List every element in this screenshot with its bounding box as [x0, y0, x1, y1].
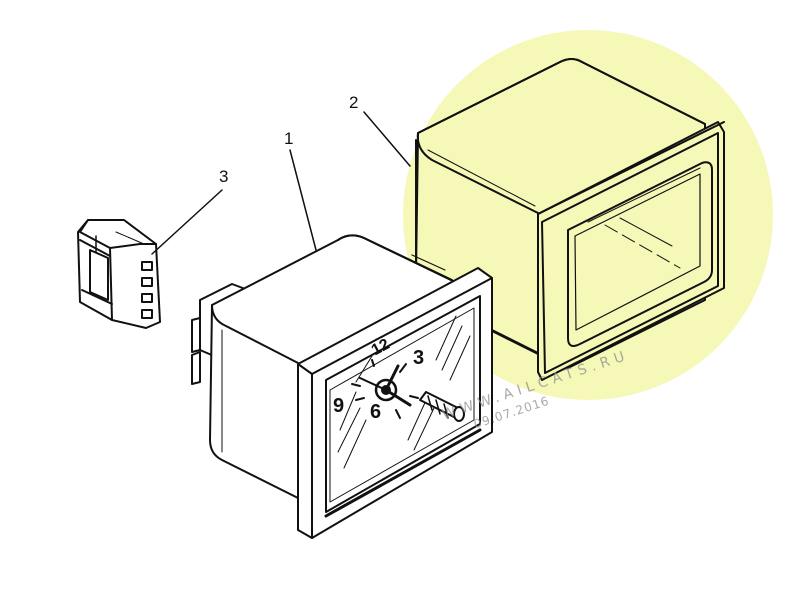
callout-2: 2 [349, 93, 359, 112]
assembly-line [411, 254, 446, 271]
dial-number-9: 9 [333, 395, 345, 417]
leader-line-1 [289, 149, 317, 251]
dial-number-3: 3 [413, 347, 425, 369]
leader-line-3 [151, 189, 223, 255]
clock-unit [191, 234, 493, 539]
plug-connector [77, 219, 161, 329]
leader-line-2 [363, 111, 411, 167]
dial-number-6: 6 [370, 401, 382, 423]
callout-1: 1 [284, 129, 294, 148]
callout-3: 3 [219, 167, 229, 186]
housing-box [415, 58, 725, 381]
